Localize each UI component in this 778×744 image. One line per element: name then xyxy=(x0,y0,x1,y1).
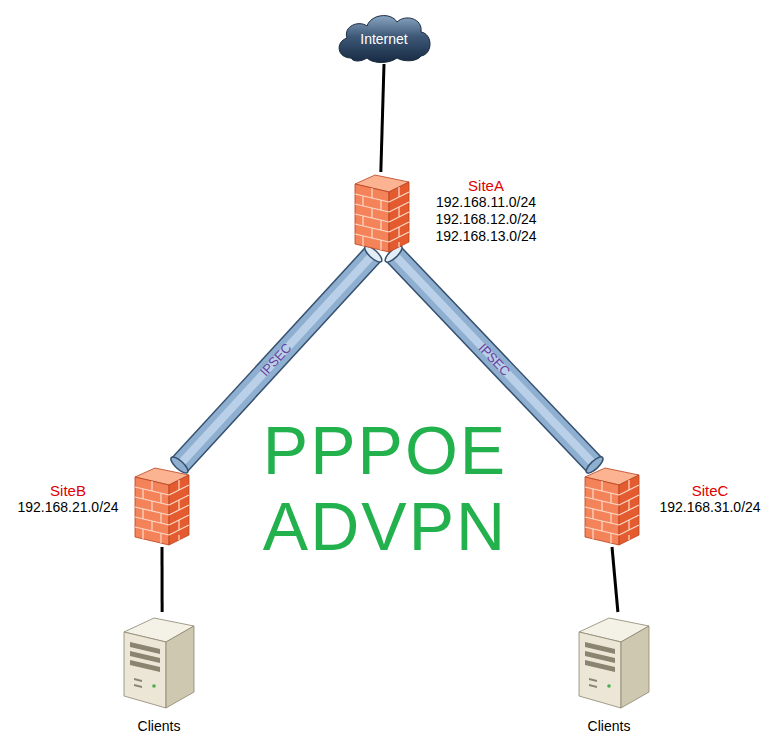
internet-cloud: Internet xyxy=(333,8,435,64)
server-icon-graphic xyxy=(120,612,198,710)
node-caption: Clients xyxy=(109,718,209,734)
node-label: Clients xyxy=(109,718,209,734)
title-text: PPPOE xyxy=(263,415,507,485)
title-text: ADVPN xyxy=(263,491,507,561)
link-line xyxy=(381,64,384,172)
link-line xyxy=(161,547,164,612)
server-icon-shape xyxy=(124,618,194,708)
server-icon: Clients xyxy=(575,612,653,710)
subnet-text: 192.168.12.0/24 xyxy=(424,211,548,228)
server-icon-shape xyxy=(579,618,649,708)
site-name: SiteA xyxy=(424,177,548,194)
firewall-icon: SiteA192.168.11.0/24192.168.12.0/24192.1… xyxy=(353,172,411,254)
firewall-icon-graphic xyxy=(133,465,191,547)
network-link xyxy=(381,64,384,172)
site-name: SiteB xyxy=(6,482,130,499)
firewall-icon-graphic xyxy=(353,172,411,254)
node-caption: SiteA192.168.11.0/24192.168.12.0/24192.1… xyxy=(424,177,548,245)
subnet-text: 192.168.11.0/24 xyxy=(424,194,548,211)
internet-cloud-shape xyxy=(339,16,430,63)
firewall-icon-graphic xyxy=(583,465,641,547)
firewall-icon-shape xyxy=(355,175,409,252)
node-caption: SiteC192.168.31.0/24 xyxy=(648,482,772,516)
firewall-icon-shape xyxy=(585,468,639,545)
firewall-icon-shape xyxy=(135,468,189,545)
subnet-text: 192.168.21.0/24 xyxy=(6,499,130,516)
site-name: SiteC xyxy=(648,482,772,499)
server-icon: Clients xyxy=(120,612,198,710)
node-caption: SiteB192.168.21.0/24 xyxy=(6,482,130,516)
firewall-icon: SiteB192.168.21.0/24 xyxy=(133,465,191,547)
node-label: Clients xyxy=(559,718,659,734)
network-link xyxy=(612,547,618,612)
link-line xyxy=(612,547,618,612)
subnet-text: 192.168.31.0/24 xyxy=(648,499,772,516)
node-caption: Clients xyxy=(559,718,659,734)
firewall-icon: SiteC192.168.31.0/24 xyxy=(583,465,641,547)
node-label: Internet xyxy=(360,31,407,47)
node-caption: Internet xyxy=(333,8,435,64)
server-icon-graphic xyxy=(575,612,653,710)
subnet-text: 192.168.13.0/24 xyxy=(424,228,548,245)
network-link xyxy=(162,547,163,612)
